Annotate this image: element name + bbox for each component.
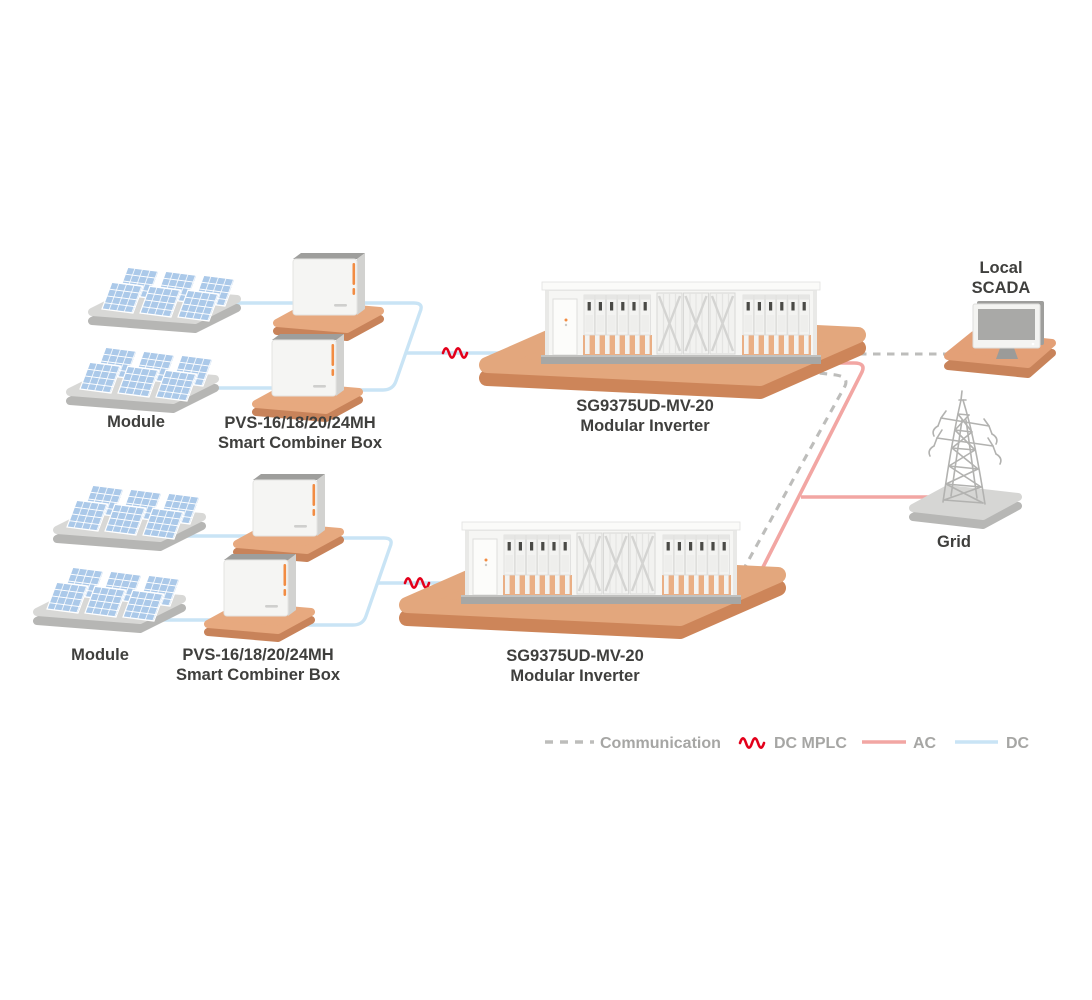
grid-label: Grid	[937, 533, 971, 551]
solar-module-icon	[92, 267, 237, 329]
legend-dc-mplc-icon	[738, 736, 766, 750]
legend-ac-label: AC	[913, 735, 937, 752]
combiner-top-label-line1: PVS-16/18/20/24MH	[224, 414, 375, 432]
pv-module-bottom-2	[37, 567, 182, 629]
inverter-bottom-label-line1: SG9375UD-MV-20	[506, 647, 644, 665]
pv-module-bottom-1	[57, 485, 202, 547]
modular-inverter-bottom	[407, 522, 778, 631]
node-labels: Module PVS-16/18/20/24MH Smart Combiner …	[71, 259, 1030, 685]
legend-dc-label: DC	[1006, 735, 1030, 752]
inverter-top-label-line2: Modular Inverter	[580, 417, 710, 435]
combiner-top-label-line2: Smart Combiner Box	[218, 434, 383, 452]
modular-inverter-icon	[487, 282, 858, 391]
combiner-box-bottom-1	[237, 474, 340, 558]
inverter-top-label-line1: SG9375UD-MV-20	[576, 397, 714, 415]
ac-line-inverters	[756, 361, 865, 578]
modular-inverter-icon	[407, 522, 778, 631]
legend-dc-mplc-label: DC MPLC	[774, 735, 847, 752]
combiner-box-icon	[256, 334, 359, 418]
combiner-box-icon	[277, 253, 380, 337]
legend-communication-label: Communication	[600, 735, 721, 752]
legend: Communication DC MPLC AC DC	[545, 735, 1030, 752]
combiner-bottom-label-line1: PVS-16/18/20/24MH	[182, 646, 333, 664]
scada-label-line2: SCADA	[972, 279, 1031, 297]
modular-inverter-top	[487, 282, 858, 391]
comm-line-inverter-bottom	[740, 366, 848, 573]
inverter-bottom-label-line2: Modular Inverter	[510, 667, 640, 685]
combiner-box-icon	[208, 554, 311, 638]
combiner-box-top-2	[256, 334, 359, 418]
combiner-box-bottom-2	[208, 554, 311, 638]
grid-station	[913, 391, 1018, 525]
module-top-label: Module	[107, 413, 165, 431]
combiner-box-top-1	[277, 253, 380, 337]
pv-module-top-2	[70, 347, 215, 409]
grid-tower-icon	[913, 391, 1018, 525]
communication-lines	[740, 352, 955, 573]
scada-computer-icon	[948, 301, 1052, 374]
module-bottom-label: Module	[71, 646, 129, 664]
dc-line-combiner-top-merge	[325, 301, 423, 392]
local-scada-station	[948, 301, 1052, 374]
solar-module-icon	[70, 347, 215, 409]
pv-module-top-1	[92, 267, 237, 329]
solar-module-icon	[37, 567, 182, 629]
combiner-box-icon	[237, 474, 340, 558]
combiner-bottom-label-line2: Smart Combiner Box	[176, 666, 341, 684]
scada-label-line1: Local	[979, 259, 1022, 277]
solar-module-icon	[57, 485, 202, 547]
ac-lines	[756, 361, 935, 578]
